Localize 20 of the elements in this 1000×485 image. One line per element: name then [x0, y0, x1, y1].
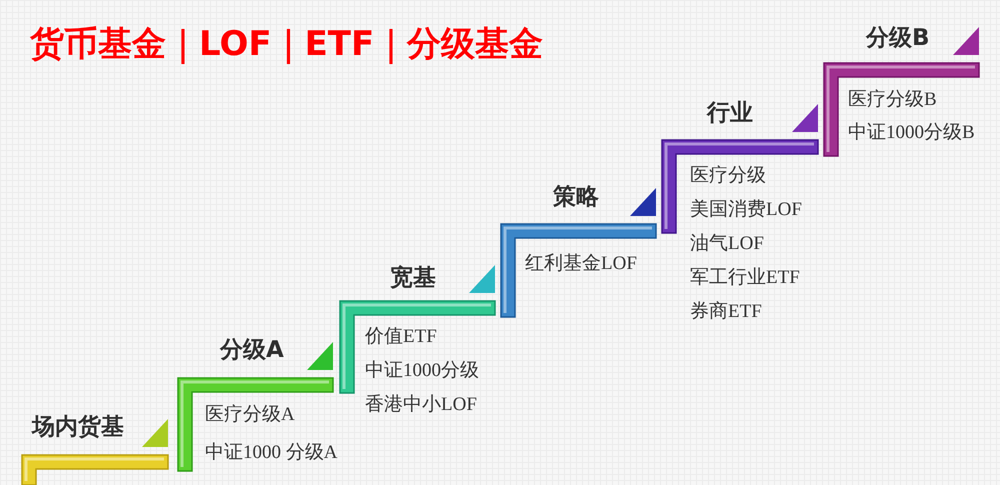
step-heading: 宽基 [390, 264, 436, 292]
fund-name: 美国消费LOF [690, 198, 802, 222]
step-heading: 策略 [553, 183, 599, 211]
step-heading: 分级A [220, 336, 284, 364]
step-heading: 分级B [866, 24, 930, 52]
fund-name: 中证1000分级 [365, 359, 479, 383]
fund-name: 医疗分级A [205, 403, 295, 427]
step-heading: 行业 [707, 99, 753, 127]
fund-name: 香港中小LOF [365, 393, 477, 417]
fund-name: 医疗分级B [848, 88, 937, 112]
title: 货币基金｜LOF｜ETF｜分级基金 [30, 23, 544, 66]
fund-name: 价值ETF [365, 325, 437, 349]
fund-name: 中证1000 分级A [205, 441, 338, 465]
fund-name: 红利基金LOF [525, 252, 637, 276]
fund-name: 券商ETF [690, 300, 762, 324]
fund-name: 中证1000分级B [848, 121, 975, 145]
fund-name: 军工行业ETF [690, 266, 800, 290]
step-heading: 场内货基 [32, 413, 124, 441]
fund-name: 医疗分级 [690, 164, 766, 188]
fund-name: 油气LOF [690, 232, 764, 256]
